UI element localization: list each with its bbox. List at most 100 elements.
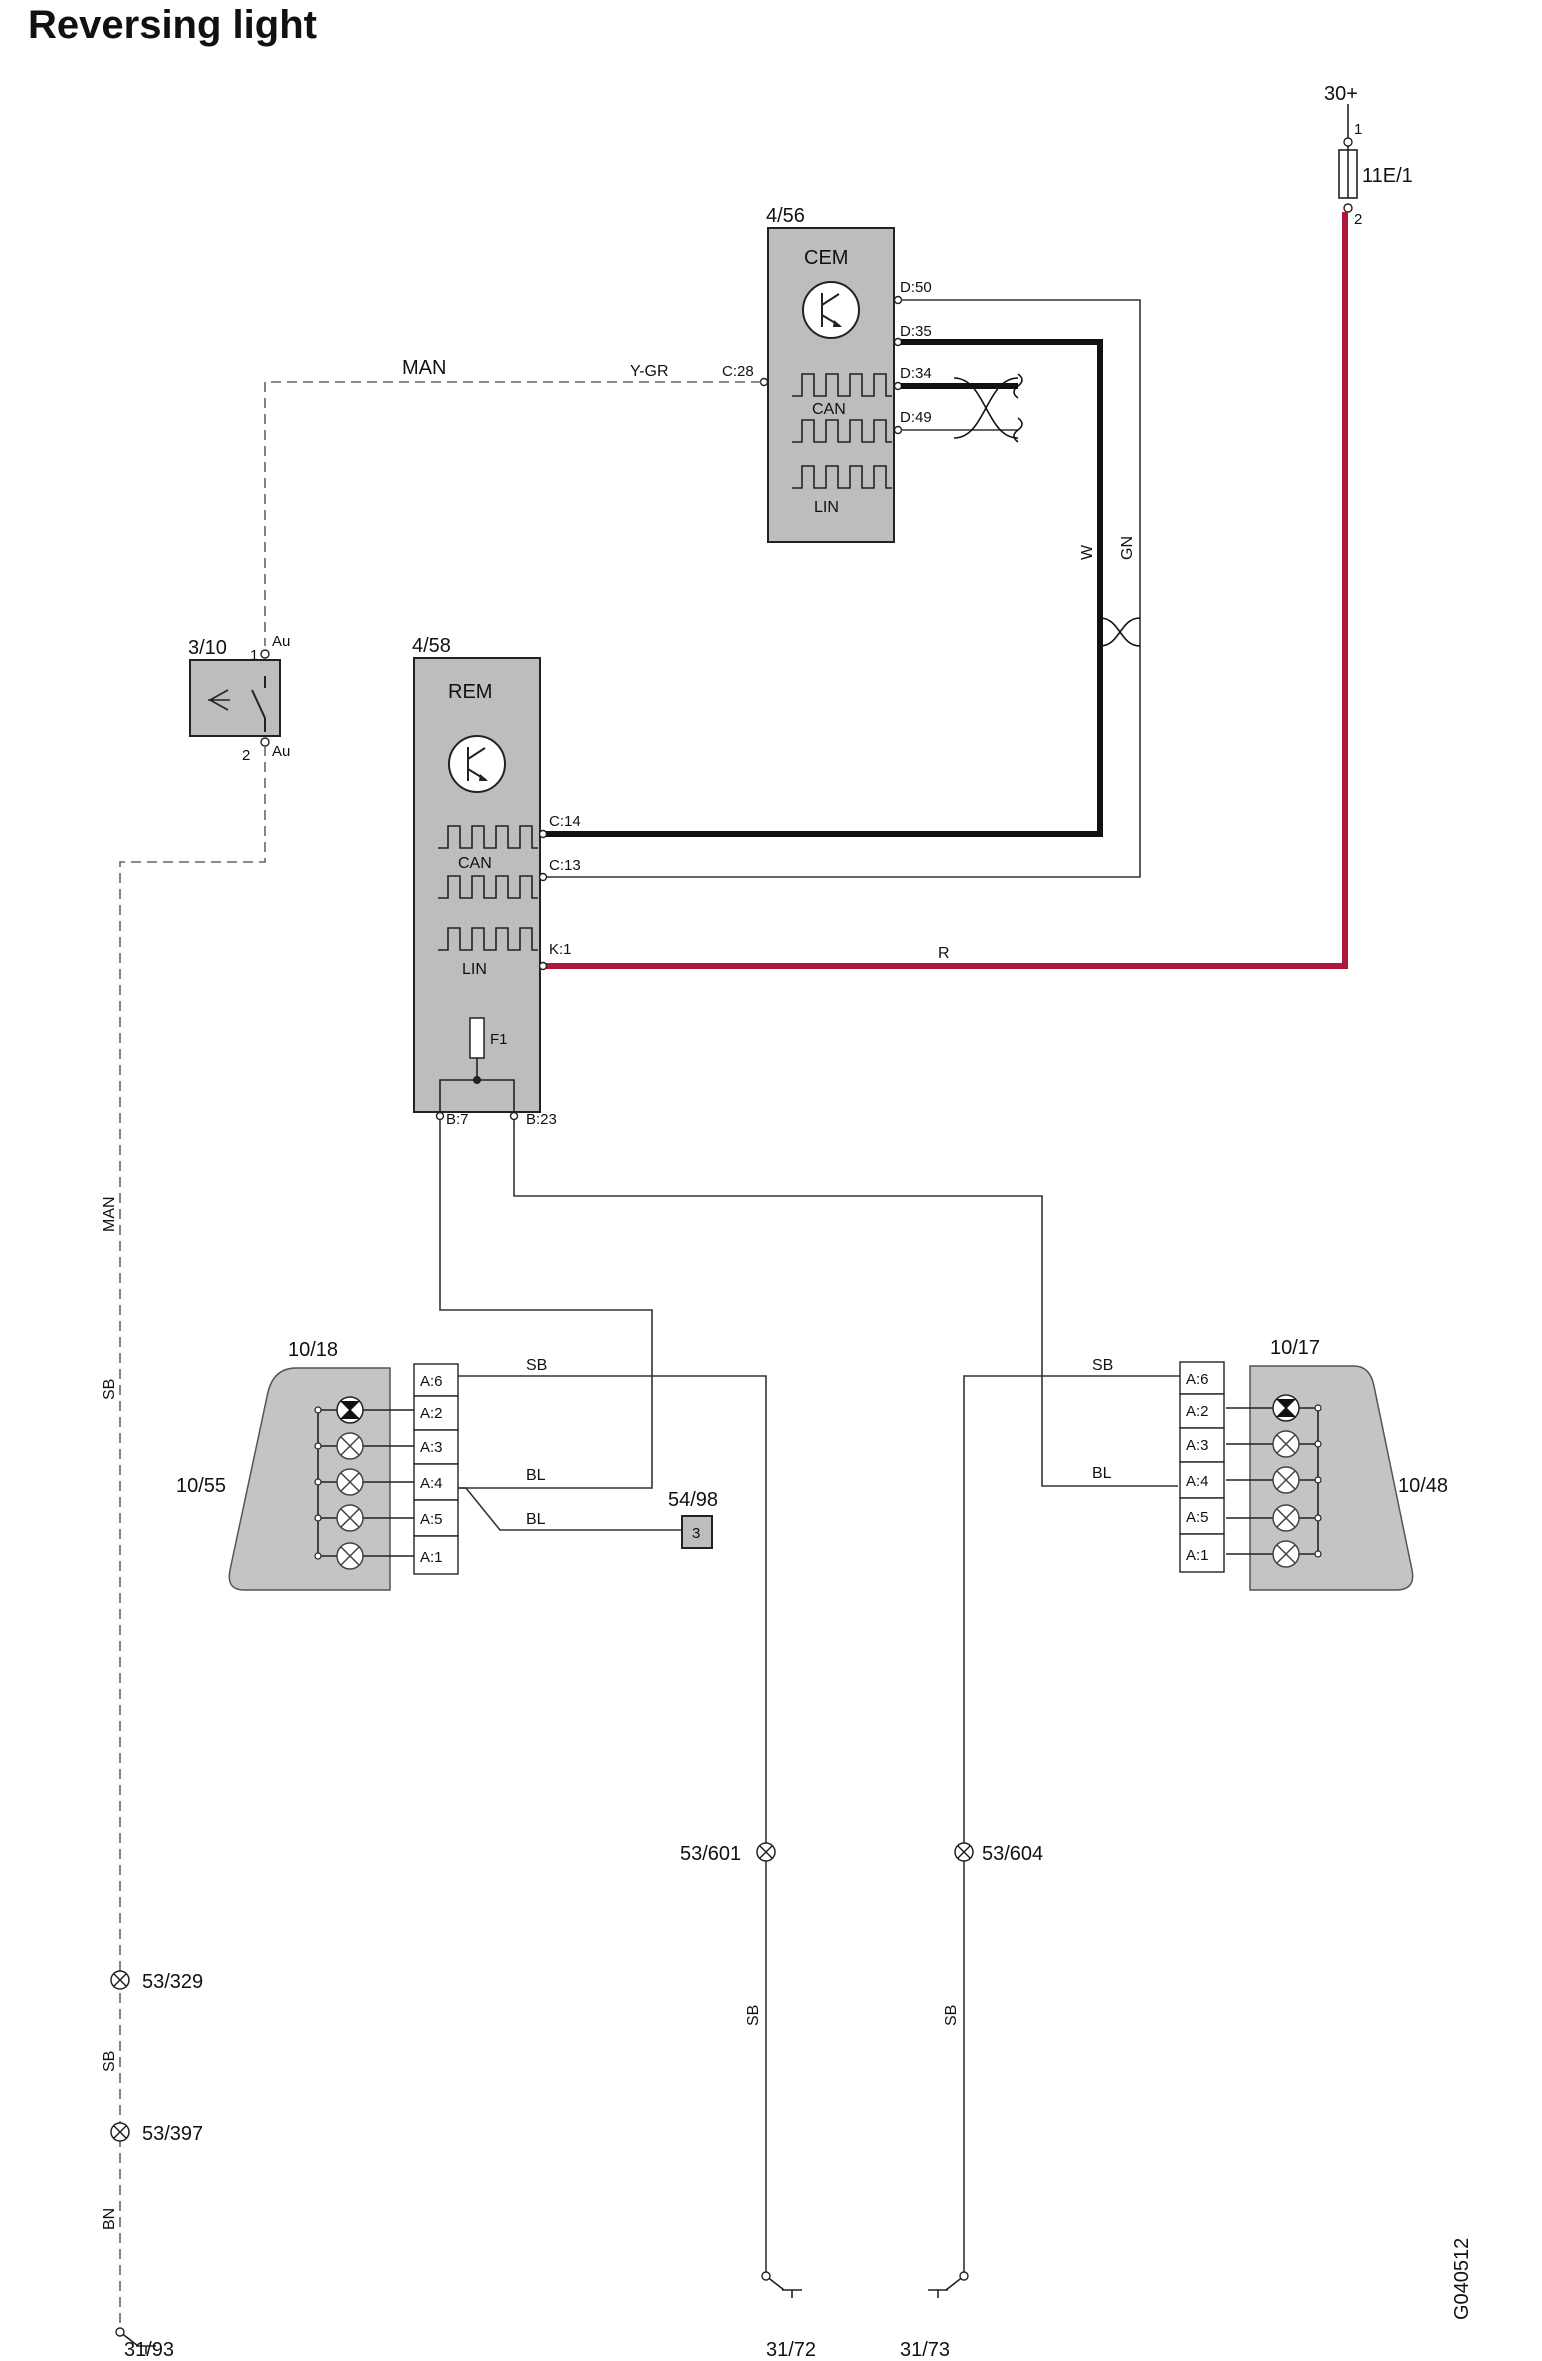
fuse-pin-in: 1 <box>1354 121 1362 138</box>
left-pin-a4: A:4 <box>420 1475 443 1492</box>
switch-terminal-1 <box>260 649 270 659</box>
wire-bl-right-label: BL <box>1092 1465 1112 1482</box>
left-lamp-bulb-icon-4 <box>336 1542 364 1570</box>
splice-53-329-icon <box>110 1970 130 1990</box>
right-pin-cell-6 <box>1179 1533 1225 1573</box>
wire-gn-label: GN <box>1119 536 1136 560</box>
wire-sb-side-label: SB <box>101 1379 118 1400</box>
rem-terminal-k1 <box>538 961 548 971</box>
diagram-id: G040512 <box>1451 2238 1473 2320</box>
left-pin-cell-3 <box>413 1429 459 1465</box>
rem-pin-c13: C:13 <box>549 857 581 874</box>
right-lamp-node <box>1314 1404 1322 1412</box>
wire-r-label: R <box>938 945 950 962</box>
wire-r <box>540 212 1348 969</box>
rem-fuse-label: F1 <box>490 1031 508 1048</box>
wire-sb-right-label: SB <box>1092 1357 1113 1374</box>
splice-53-397-icon <box>110 2122 130 2142</box>
cem-lin-label: LIN <box>814 499 839 516</box>
cem-ref: 4/56 <box>766 205 805 227</box>
left-lamp-bulb-icon <box>336 1432 364 1460</box>
splice-53-601-icon <box>756 1842 776 1862</box>
right-lamp-node-3 <box>1314 1476 1322 1484</box>
rem-terminal-b23 <box>509 1111 519 1121</box>
switch-terminal-2 <box>260 737 270 747</box>
right-pin-cell <box>1179 1361 1225 1395</box>
right-lamp-bulb-icon-3 <box>1272 1504 1300 1532</box>
switch-ref: 3/10 <box>188 637 227 659</box>
wire-ygr-label: Y-GR <box>630 363 669 380</box>
cem-terminal-d35 <box>893 337 903 347</box>
splice-53-604-icon <box>954 1842 974 1862</box>
cem-terminal-d50 <box>893 295 903 305</box>
ground-31-72-icon <box>761 2271 803 2299</box>
wire-gn <box>540 299 1141 878</box>
cem-can-label: CAN <box>812 401 846 418</box>
left-lamp-reverse-icon <box>336 1396 364 1424</box>
cem-terminal-d34 <box>893 381 903 391</box>
wire-sb-v1-label: SB <box>745 2005 762 2026</box>
rem-lin-label: LIN <box>462 961 487 978</box>
left-pin-a3: A:3 <box>420 1439 443 1456</box>
left-pin-cell <box>413 1363 459 1397</box>
fuse-terminal-out <box>1343 203 1353 213</box>
right-lamp-ref: 10/17 <box>1270 1337 1320 1359</box>
wire-sb-v3-label: SB <box>101 2051 118 2072</box>
cem-pin-d34: D:34 <box>900 365 932 382</box>
left-lamp-node-4 <box>314 1514 322 1522</box>
diagram-title: Reversing light <box>28 3 317 47</box>
right-lamp-bulb-icon-4 <box>1272 1540 1300 1568</box>
rem-ref: 4/58 <box>412 635 451 657</box>
right-lamp-node-5 <box>1314 1550 1322 1558</box>
fuse-pin-out: 2 <box>1354 211 1362 228</box>
right-pin-a4: A:4 <box>1186 1473 1209 1490</box>
wire-w <box>540 339 1103 837</box>
wire-man-top-label: MAN <box>402 357 446 379</box>
cem-pin-d49: D:49 <box>900 409 932 426</box>
supply-label: 30+ <box>1324 83 1358 105</box>
wire-sb-right <box>963 1375 1180 2272</box>
wire-bl-left2-label: BL <box>526 1511 546 1528</box>
left-lamp-side-ref: 10/55 <box>176 1475 226 1497</box>
fuse-ref: 11E/1 <box>1362 165 1413 187</box>
connector-pin: 3 <box>692 1525 700 1542</box>
wire-twist-icon <box>1099 617 1141 647</box>
splice-53-397: 53/397 <box>142 2123 203 2145</box>
switch-arrow-icon <box>208 689 230 711</box>
ground-31-93: 31/93 <box>124 2339 174 2361</box>
rem-terminal-b7 <box>435 1111 445 1121</box>
switch-pin-1: 1 <box>250 647 258 664</box>
rem-name: REM <box>448 681 492 703</box>
left-lamp-node <box>314 1406 322 1414</box>
splice-53-329: 53/329 <box>142 1971 203 1993</box>
right-pin-a2: A:2 <box>1186 1403 1209 1420</box>
cem-terminal-d49 <box>893 425 903 435</box>
cem-wire-break-icon <box>1013 373 1023 399</box>
switch-au-bottom: Au <box>272 743 290 760</box>
rem-terminal-c14 <box>538 829 548 839</box>
cem-twist-icon <box>953 377 1019 439</box>
left-pin-cell-2 <box>413 1395 459 1431</box>
left-lamp-bulb-icon-3 <box>336 1504 364 1532</box>
right-pin-a5: A:5 <box>1186 1509 1209 1526</box>
splice-53-601: 53/601 <box>680 1843 741 1865</box>
right-lamp-bulb-icon <box>1272 1430 1300 1458</box>
fuse-terminal-in <box>1343 137 1353 147</box>
wire-sb-left-label: SB <box>526 1357 547 1374</box>
right-lamp-side-ref: 10/48 <box>1398 1475 1448 1497</box>
cem-name: CEM <box>804 247 848 269</box>
left-lamp-ref: 10/18 <box>288 1339 338 1361</box>
wire-man-top <box>264 381 761 646</box>
wire-man-side-label: MAN <box>101 1196 118 1232</box>
cem-pin-d35: D:35 <box>900 323 932 340</box>
splice-53-604: 53/604 <box>982 1843 1043 1865</box>
left-pin-a6: A:6 <box>420 1373 443 1390</box>
switch-3-10 <box>189 659 281 737</box>
rem-transistor-icon <box>448 735 506 793</box>
left-lamp-bulb-icon-2 <box>336 1468 364 1496</box>
right-pin-cell-2 <box>1179 1393 1225 1429</box>
right-lamp-housing <box>1249 1365 1414 1591</box>
switch-au-top: Au <box>272 633 290 650</box>
rem-pin-b23: B:23 <box>526 1111 557 1128</box>
